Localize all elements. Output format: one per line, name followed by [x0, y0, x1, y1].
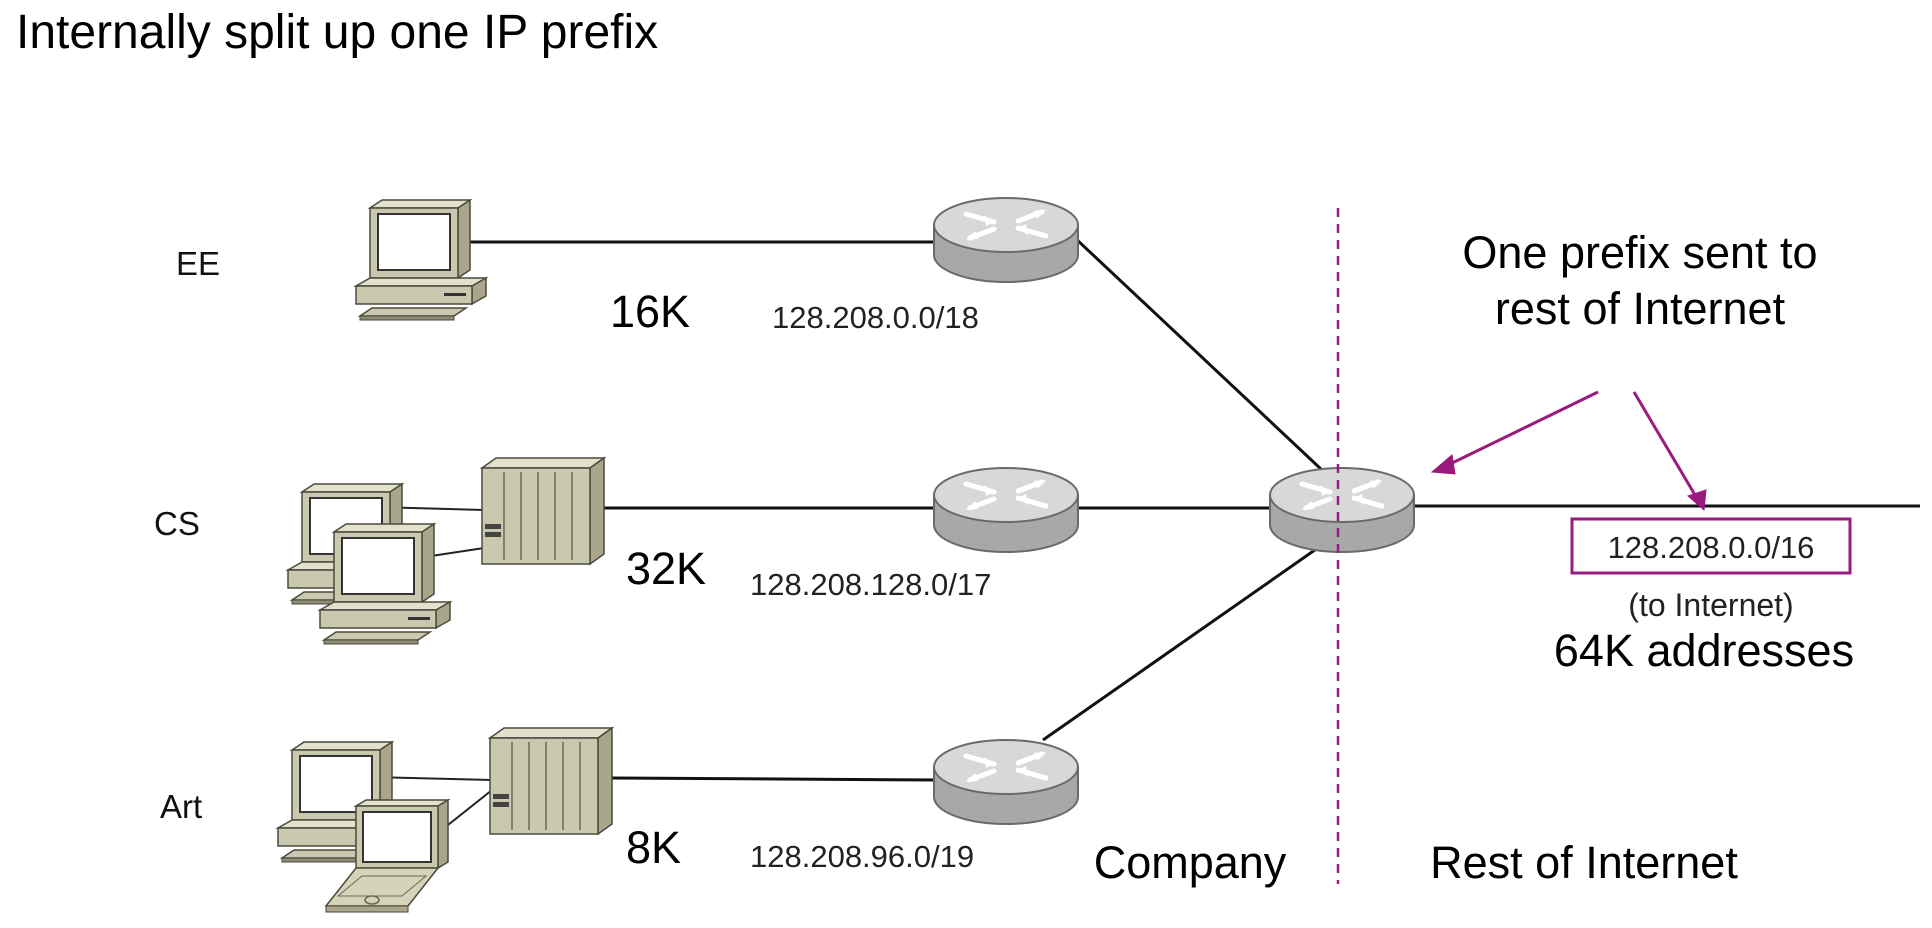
external-prefix-box — [1570, 517, 1852, 575]
prefix-label-ee: 128.208.0.0/18 — [772, 300, 979, 335]
router-icon — [934, 468, 1078, 552]
dept-label-ee: EE — [176, 245, 220, 282]
annotation-line-2: rest of Internet — [1495, 283, 1786, 334]
annotation-line-1: One prefix sent to — [1462, 227, 1817, 278]
address-count: 64K addresses — [1554, 625, 1854, 676]
connection-lines — [460, 236, 1920, 782]
link-art-core — [1042, 543, 1323, 742]
arrowhead-router — [1430, 454, 1456, 475]
desktop-computer-icon — [355, 199, 487, 321]
router-icon — [934, 198, 1078, 282]
prefix-label-art: 128.208.96.0/19 — [750, 839, 974, 874]
dept-label-cs: CS — [154, 505, 200, 542]
link-ee-core — [1073, 236, 1324, 472]
desktop-computer-icon — [319, 523, 451, 645]
prefix-label-cs: 128.208.128.0/17 — [750, 567, 991, 602]
region-rest-of-internet: Rest of Internet — [1430, 837, 1738, 888]
size-label-art: 8K — [626, 822, 681, 873]
router-icon — [934, 740, 1078, 824]
size-label-cs: 32K — [626, 543, 706, 594]
switch-icon — [481, 457, 605, 565]
arrow-to-router — [1445, 390, 1599, 468]
external-prefix: 128.208.0.0/16 — [1608, 530, 1815, 565]
arrow-to-prefix — [1632, 391, 1700, 501]
annotation-arrows — [1430, 390, 1707, 512]
page-title: Internally split up one IP prefix — [16, 6, 658, 59]
size-label-ee: 16K — [610, 286, 690, 337]
arrowhead-prefix — [1687, 489, 1707, 512]
switch-icon — [489, 727, 613, 835]
dept-label-art: Art — [160, 788, 202, 825]
region-company: Company — [1094, 837, 1287, 888]
link-art-router — [609, 776, 941, 782]
external-note: (to Internet) — [1628, 587, 1793, 623]
router-icon — [1270, 468, 1414, 552]
